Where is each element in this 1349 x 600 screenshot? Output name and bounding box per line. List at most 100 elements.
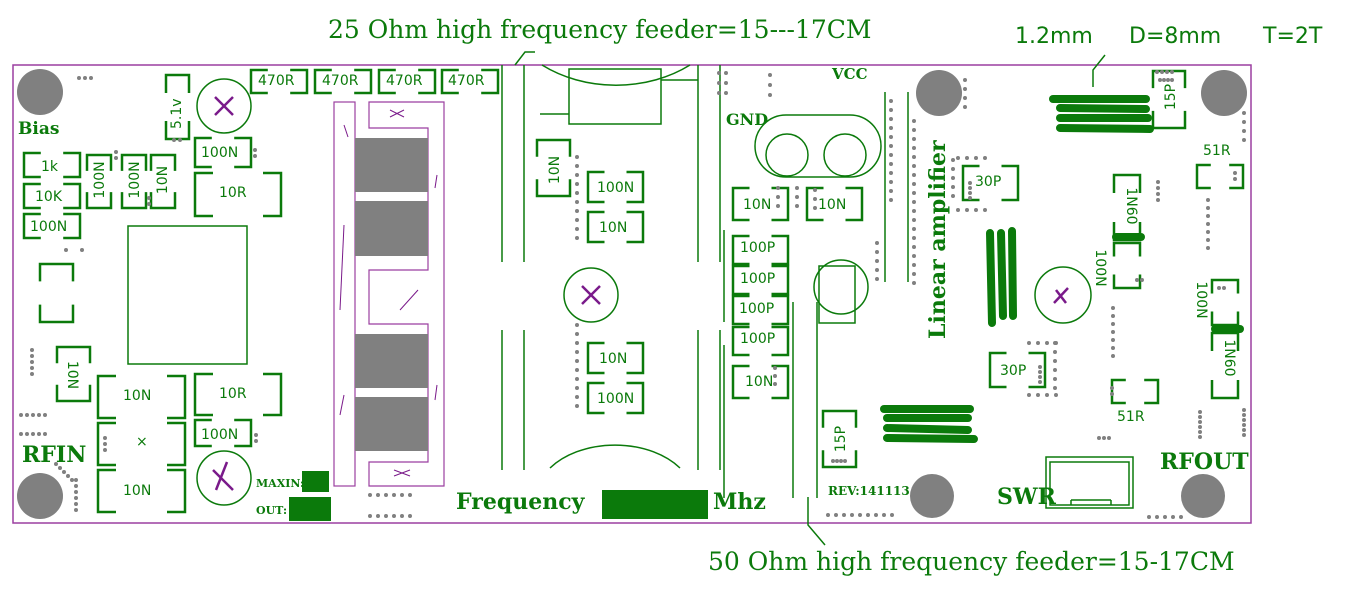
- via-dot: [983, 208, 987, 212]
- via-dot: [1111, 346, 1115, 350]
- board-outline: [12, 64, 1252, 524]
- c100n-label-f: 100N: [597, 180, 635, 196]
- via-dot: [826, 513, 830, 517]
- via-dot: [983, 156, 987, 160]
- bottom-feeder-annotation: 50 Ohm high frequency feeder=15-17CM: [708, 547, 1235, 576]
- pad-outline: [38, 262, 75, 324]
- coil-top: [1049, 95, 1154, 133]
- via-dot: [147, 196, 151, 200]
- via-dot: [1036, 393, 1040, 397]
- c10n-label-c: 10N: [123, 483, 152, 499]
- via-dot: [951, 185, 955, 189]
- via-dot: [1165, 70, 1169, 74]
- via-dot: [1242, 120, 1246, 124]
- c100p-label-1: 100P: [740, 240, 776, 256]
- via-dot: [62, 470, 66, 474]
- via-dot: [835, 459, 839, 463]
- via-dot: [875, 259, 879, 263]
- via-dot: [963, 105, 967, 109]
- via-dot: [795, 186, 799, 190]
- via-dot: [1156, 186, 1160, 190]
- via-dot: [968, 186, 972, 190]
- swr-connector: [1045, 456, 1134, 509]
- via-dot: [890, 513, 894, 517]
- via-dot: [866, 513, 870, 517]
- via-dot: [74, 490, 78, 494]
- pad-outline: [85, 153, 113, 210]
- via-dot: [30, 348, 34, 352]
- via-dot: [575, 377, 579, 381]
- via-dot: [408, 493, 412, 497]
- via-dot: [813, 188, 817, 192]
- via-dot: [834, 513, 838, 517]
- c15p-label-b: 15P: [1163, 83, 1179, 111]
- c100n-label-i: 100N: [1193, 281, 1209, 319]
- via-dot: [795, 195, 799, 199]
- via-dot: [1206, 214, 1210, 218]
- via-dot: [30, 360, 34, 364]
- via-dot: [912, 254, 916, 258]
- via-dot: [1242, 129, 1246, 133]
- via-dot: [30, 366, 34, 370]
- pad-outline: [55, 345, 92, 403]
- via-dot: [103, 448, 107, 452]
- ferrite-block-1: [355, 138, 428, 192]
- c100p-label-4: 100P: [740, 331, 776, 347]
- via-dot: [724, 81, 728, 85]
- via-dot: [1102, 436, 1106, 440]
- c100n-label-e: 100N: [201, 427, 239, 443]
- via-dot: [400, 514, 404, 518]
- via-dot: [951, 158, 955, 162]
- pad-outline: [586, 170, 645, 204]
- via-dot: [1053, 368, 1057, 372]
- zener-label: 5.1v: [169, 98, 185, 129]
- via-dot: [178, 138, 182, 142]
- via-dot: [1217, 286, 1221, 290]
- via-dot: [575, 173, 579, 177]
- via-dot: [64, 248, 68, 252]
- via-dot: [1053, 359, 1057, 363]
- c100n-label-h: 100N: [1092, 249, 1108, 287]
- via-dot: [889, 180, 893, 184]
- via-dot: [717, 81, 721, 85]
- via-dot: [768, 83, 772, 87]
- via-dot: [968, 191, 972, 195]
- via-dot: [813, 197, 817, 201]
- top-feeder-annotation: 25 Ohm high frequency feeder=15---17CM: [328, 15, 872, 44]
- pad-outline: [1210, 278, 1240, 327]
- via-dot: [575, 350, 579, 354]
- via-dot: [974, 156, 978, 160]
- via-dot: [37, 432, 41, 436]
- via-dot: [1053, 386, 1057, 390]
- via-dot: [1198, 430, 1202, 434]
- via-dot: [1198, 410, 1202, 414]
- via-dot: [968, 181, 972, 185]
- via-dot: [1242, 423, 1246, 427]
- mounting-hole-bottom-left: [17, 473, 63, 519]
- via-dot: [724, 91, 728, 95]
- via-dot: [1206, 206, 1210, 210]
- via-dot: [253, 154, 257, 158]
- diode-1n60-label-b: 1N60: [1221, 339, 1237, 377]
- top-feeder-pointer: [514, 51, 535, 66]
- c10n-label-j: 10N: [745, 374, 774, 390]
- coil-bottom: [880, 405, 978, 443]
- via-dot: [874, 513, 878, 517]
- ferrite-block-2: [355, 201, 428, 256]
- ferrite-core-outline: [333, 101, 445, 487]
- r51r-label-b: 51R: [1117, 409, 1145, 425]
- via-dot: [575, 359, 579, 363]
- r470-label-3: 470R: [386, 73, 423, 89]
- pad-outline: [120, 153, 148, 210]
- frequency-value-box: [602, 490, 708, 519]
- via-dot: [1053, 341, 1057, 345]
- diode-1n60-label-a: 1N60: [1123, 187, 1139, 225]
- via-dot: [912, 119, 916, 123]
- via-dot: [1198, 425, 1202, 429]
- via-dot: [1162, 78, 1166, 82]
- via-dot: [43, 413, 47, 417]
- via-dot: [773, 366, 777, 370]
- via-dot: [77, 76, 81, 80]
- via-dot: [19, 432, 23, 436]
- via-dot: [1158, 78, 1162, 82]
